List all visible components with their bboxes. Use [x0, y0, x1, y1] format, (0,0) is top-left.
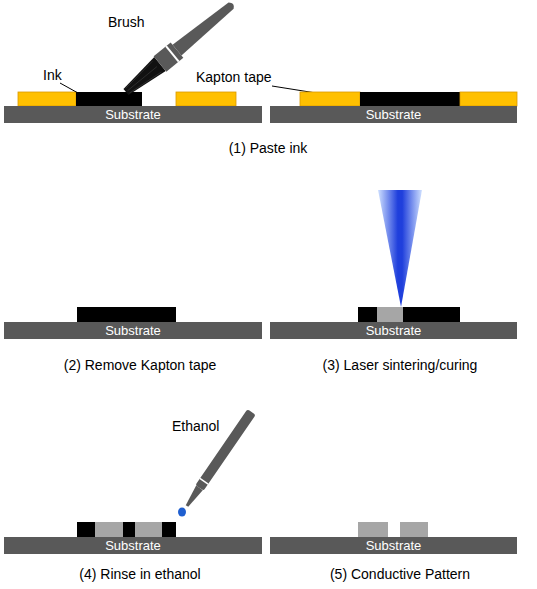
ink-layer [360, 92, 460, 106]
layer-label: Substrate [105, 107, 161, 122]
kapton-tape [300, 92, 360, 106]
sintered-region [95, 522, 123, 537]
part-label: Ethanol [172, 418, 219, 435]
ink-layer [358, 307, 460, 322]
substrate-layer: Substrate [270, 106, 517, 123]
part-label: Brush [108, 14, 145, 31]
conductive-trace [358, 522, 388, 537]
kapton-tape [460, 92, 517, 106]
substrate-layer: Substrate [270, 537, 517, 554]
sintered-region [135, 522, 162, 537]
kapton-tape [18, 92, 76, 106]
substrate-layer: Substrate [270, 322, 517, 339]
step-caption: (2) Remove Kapton tape [64, 357, 217, 374]
layer-label: Substrate [105, 323, 161, 338]
kapton-tape [176, 92, 236, 106]
layer-label: Substrate [366, 538, 422, 553]
ink-layer [77, 522, 176, 537]
step-caption: (4) Rinse in ethanol [79, 566, 200, 583]
layer-label: Substrate [366, 107, 422, 122]
laser-beam [378, 190, 422, 307]
part-label: Ink [43, 67, 62, 84]
sintered-region [377, 307, 403, 322]
conductive-trace [400, 522, 428, 537]
step-caption: (5) Conductive Pattern [330, 566, 470, 583]
layer-label: Substrate [366, 323, 422, 338]
leader-line [60, 83, 78, 93]
substrate-layer: Substrate [4, 106, 262, 123]
layer-label: Substrate [105, 538, 161, 553]
ink-layer [77, 307, 176, 322]
substrate-layer: Substrate [4, 537, 262, 554]
step-caption: (3) Laser sintering/curing [323, 357, 478, 374]
step-caption: (1) Paste ink [229, 140, 308, 157]
part-label: Kapton tape [196, 69, 272, 86]
ink-layer [76, 92, 142, 106]
ethanol-drop [178, 508, 186, 517]
substrate-layer: Substrate [4, 322, 262, 339]
